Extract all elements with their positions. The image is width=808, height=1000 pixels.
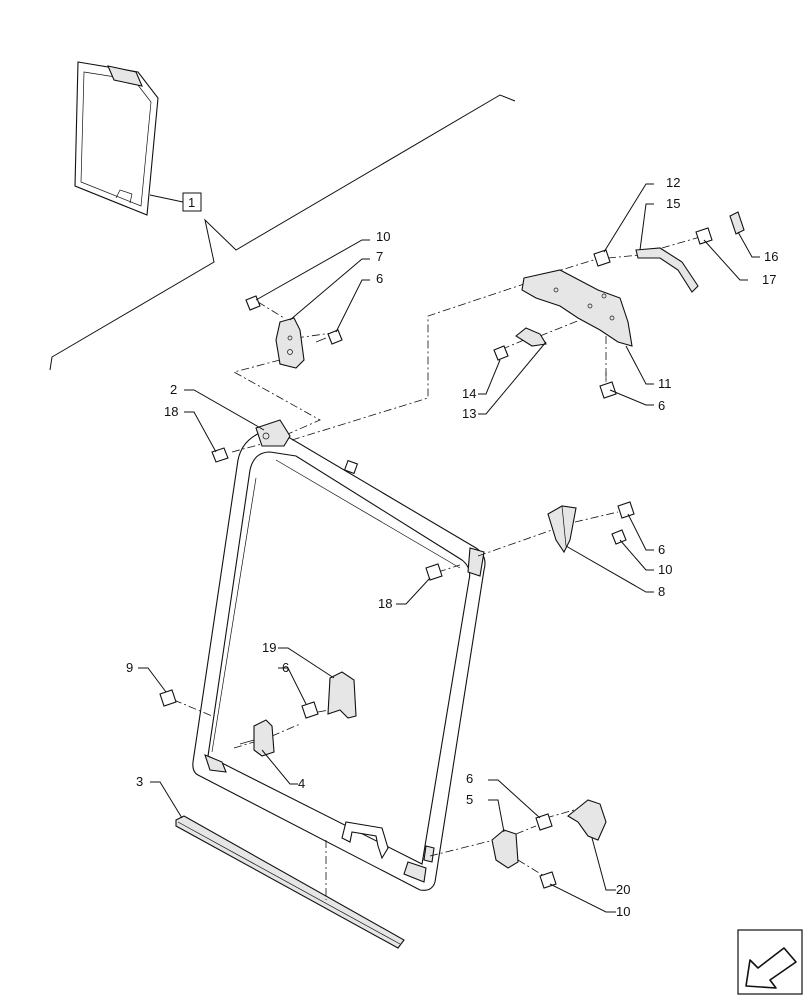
callout-8: 8 <box>658 584 665 599</box>
latch-13 <box>515 327 547 347</box>
callout-4: 4 <box>298 776 305 791</box>
bracket-20 <box>567 799 607 841</box>
callout-6-mid: 6 <box>282 660 289 675</box>
section-break-line <box>49 94 516 371</box>
callout-7: 7 <box>376 249 383 264</box>
bumper-9 <box>159 689 177 707</box>
bolt-6-right <box>617 501 635 519</box>
bolt-12 <box>593 249 611 267</box>
callout-19: 19 <box>262 640 276 655</box>
leader-lines <box>138 183 760 913</box>
bracket-8 <box>547 505 577 554</box>
seal-strip <box>175 815 405 949</box>
callout-12: 12 <box>666 175 680 190</box>
callout-6-bottom: 6 <box>466 771 473 786</box>
assembly-lines <box>173 236 701 900</box>
bolt-6-plate <box>599 372 617 399</box>
callout-6-right: 6 <box>658 542 665 557</box>
pin-10-top <box>245 295 261 311</box>
navigation-arrow-icon[interactable] <box>737 929 803 995</box>
callout-6-top: 6 <box>376 271 383 286</box>
clip-16 <box>729 211 745 235</box>
callout-18-mid: 18 <box>378 596 392 611</box>
bolt-6-top <box>315 329 343 345</box>
callout-17: 17 <box>762 272 776 287</box>
screw-17 <box>695 227 713 245</box>
mounting-plate-11 <box>521 269 633 347</box>
callout-16: 16 <box>764 249 778 264</box>
callout-1: 1 <box>188 195 195 210</box>
bumper-18-mid <box>425 563 443 581</box>
callout-5: 5 <box>466 792 473 807</box>
nut-14 <box>493 345 509 361</box>
callout-11: 11 <box>658 376 672 391</box>
bracket-19 <box>327 671 357 719</box>
bracket-7 <box>275 317 305 369</box>
callout-13: 13 <box>462 406 476 421</box>
callout-10-bottom: 10 <box>616 904 630 919</box>
callout-6-plate: 6 <box>658 398 665 413</box>
callout-15: 15 <box>666 196 680 211</box>
callout-9: 9 <box>126 660 133 675</box>
callout-10-top: 10 <box>376 229 390 244</box>
callout-10-right: 10 <box>658 562 672 577</box>
plate-4 <box>239 719 275 757</box>
pin-10-right <box>611 529 627 545</box>
strap-15 <box>635 247 699 293</box>
callout-14: 14 <box>462 386 476 401</box>
callout-20: 20 <box>616 882 630 897</box>
callout-18-top: 18 <box>164 404 178 419</box>
callout-2: 2 <box>170 382 177 397</box>
bolt-6-mid <box>301 701 319 719</box>
bracket-5 <box>491 829 519 869</box>
pin-10-bottom <box>539 871 557 889</box>
door-frame <box>192 419 486 891</box>
callout-3: 3 <box>136 774 143 789</box>
cab-thumbnail-icon <box>74 61 159 216</box>
